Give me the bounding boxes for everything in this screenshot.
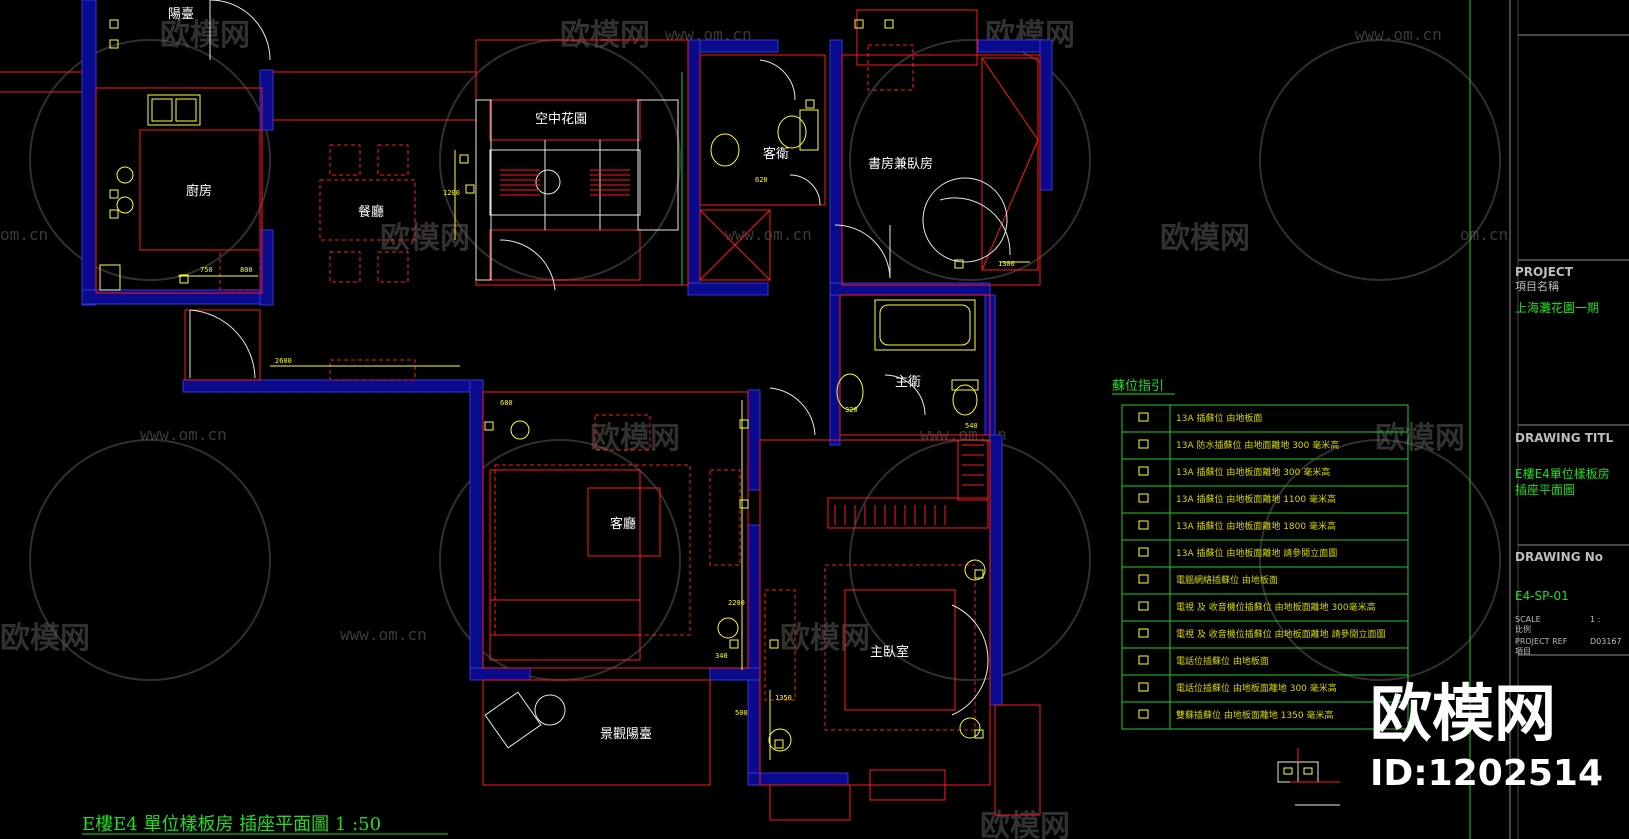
drawing-no-label: DRAWING No: [1515, 550, 1603, 564]
legend-row: 電腦網絡插蘇位 由地板面: [1122, 574, 1408, 595]
svg-text:13A 防水插蘇位 由地面離地 300 毫米高: 13A 防水插蘇位 由地面離地 300 毫米高: [1176, 439, 1339, 451]
svg-text:13A 插蘇位 由地板面離地 1800 毫米高: 13A 插蘇位 由地板面離地 1800 毫米高: [1176, 520, 1336, 532]
watermark-brand: 欧模网: [980, 809, 1070, 839]
fixtures: [99, 94, 979, 416]
dimension-labels: 750 800 2600 1200 620 1300 2200 340 680 …: [200, 176, 1015, 717]
dim-label: 1200: [443, 189, 460, 197]
legend-title: 蘇位指引: [1112, 379, 1164, 394]
project-label: PROJECT: [1515, 265, 1574, 279]
drawing-caption: E樓E4 單位樣板房 插座平面圖 1 :50: [82, 814, 448, 835]
room-label-living: 客廳: [610, 516, 636, 532]
scale-label-cn: 比例: [1515, 624, 1531, 634]
socket-detail: [1277, 748, 1340, 806]
outlines: [0, 9, 1041, 821]
dim-label: 2600: [275, 357, 292, 365]
dim-label: 500: [735, 709, 748, 717]
socket-markers: [109, 19, 986, 752]
legend-row: 13A 插蘇位 由地板面離地 1100 毫米高: [1122, 493, 1408, 514]
svg-text:13A 插蘇位 由地板面離地 300 毫米高: 13A 插蘇位 由地板面離地 300 毫米高: [1176, 466, 1330, 478]
dim-label: 2200: [728, 599, 745, 607]
watermark-brand: 欧模网: [160, 18, 250, 53]
watermark-brand: 欧模网: [0, 621, 90, 656]
svg-text:13A 插蘇位 由地板面: 13A 插蘇位 由地板面: [1176, 412, 1262, 424]
legend-row: 電視 及 收音機位插蘇位 由地板面離地 300毫米高: [1122, 601, 1408, 622]
furniture: [219, 44, 976, 731]
drawing-title-label: DRAWING TITL: [1515, 431, 1614, 445]
svg-text:電視 及 收音機位插蘇位 由地板面離地 請參閱立面圖: 電視 及 收音機位插蘇位 由地板面離地 請參閱立面圖: [1176, 628, 1385, 640]
dim-label: 320: [845, 406, 858, 414]
green-lines: [681, 0, 1471, 839]
watermark-brand: 欧模网: [1375, 421, 1465, 456]
badge-id: ID:1202514: [1370, 753, 1603, 794]
room-label-balcony: 陽臺: [168, 7, 194, 22]
legend-rows: 13A 插蘇位 由地板面 13A 防水插蘇位 由地面離地 300 毫米高 13A…: [1122, 412, 1408, 721]
project-label-cn: 項目名稱: [1515, 279, 1559, 293]
room-label-view-balcony: 景觀陽臺: [600, 727, 652, 742]
legend-row: 13A 插蘇位 由地板面: [1122, 412, 1408, 433]
watermark-url: www.om.cn: [140, 425, 227, 444]
title-block: PROJECT 項目名稱 上海灘花園一期 DRAWING TITL E樓E4單位…: [1509, 0, 1629, 839]
legend-row: 電話位插蘇位 由地板面離地 300 毫米高: [1122, 682, 1408, 703]
watermark-brand: 欧模网: [1160, 221, 1250, 256]
scale-value: 1 :: [1590, 615, 1600, 624]
dim-label: 800: [240, 266, 253, 274]
room-label-dining: 餐廳: [358, 204, 384, 220]
door-swings: [189, 0, 1011, 749]
legend-row: 13A 插蘇位 由地板面離地 1800 毫米高: [1122, 520, 1408, 541]
dimension-lines: [178, 150, 1030, 760]
project-name: 上海灘花園一期: [1515, 300, 1599, 315]
caption-text: E樓E4 單位樣板房 插座平面圖 1 :50: [82, 814, 381, 835]
badge-brand: 欧模网: [1370, 677, 1556, 750]
legend-row: 13A 插蘇位 由地板面離地 300 毫米高: [1122, 466, 1408, 487]
legend-row: 13A 防水插蘇位 由地面離地 300 毫米高: [1122, 439, 1408, 460]
project-ref-label-cn: 項目: [1515, 647, 1531, 656]
room-label-master-bath: 主衛: [895, 375, 921, 390]
svg-text:電話位插蘇位 由地板面: 電話位插蘇位 由地板面: [1176, 655, 1269, 667]
drawing-number: E4-SP-01: [1515, 589, 1569, 603]
watermark-url: www.om.cn: [340, 625, 427, 644]
legend-row: 雙蘇插蘇位 由地板面離地 1350 毫米高: [1138, 709, 1334, 721]
svg-text:13A 插蘇位 由地板面離地 請參閱立面圖: 13A 插蘇位 由地板面離地 請參閱立面圖: [1176, 547, 1337, 559]
room-label-study: 書房兼臥房: [868, 156, 933, 172]
watermark-url: om.cn: [0, 225, 48, 244]
scale-label: SCALE: [1515, 615, 1541, 624]
watermark-arcs: [29, 39, 1501, 681]
svg-text:電話位插蘇位 由地板面離地 300 毫米高: 電話位插蘇位 由地板面離地 300 毫米高: [1176, 682, 1337, 694]
svg-text:電視 及 收音機位插蘇位 由地板面離地 300毫米高: 電視 及 收音機位插蘇位 由地板面離地 300毫米高: [1176, 601, 1376, 613]
legend-row: 電視 及 收音機位插蘇位 由地板面離地 請參閱立面圖: [1122, 628, 1408, 649]
dim-label: 340: [715, 652, 728, 660]
dim-label: 680: [500, 399, 513, 407]
dim-label: 750: [200, 266, 213, 274]
drawing-title-line-1: E樓E4單位樣板房: [1515, 466, 1610, 481]
project-ref-label: PROJECT REF: [1515, 637, 1568, 646]
watermark-brand: 欧模网: [380, 221, 470, 256]
svg-text:13A 插蘇位 由地板面離地 1100 毫米高: 13A 插蘇位 由地板面離地 1100 毫米高: [1176, 493, 1336, 505]
watermark-brand: 欧模网: [560, 18, 650, 53]
dim-label: 1300: [998, 260, 1015, 268]
svg-text:雙蘇插蘇位 由地板面離地 1350 毫米高: 雙蘇插蘇位 由地板面離地 1350 毫米高: [1176, 709, 1334, 721]
svg-text:電腦網絡插蘇位 由地板面: 電腦網絡插蘇位 由地板面: [1176, 574, 1278, 586]
dim-label: 1350: [775, 694, 792, 702]
legend-row: 電話位插蘇位 由地板面: [1122, 655, 1408, 676]
watermark-brand: 欧模网: [590, 421, 680, 456]
planters: [500, 169, 984, 525]
dim-label: 540: [965, 422, 978, 430]
room-label-guest-bath: 客衛: [763, 146, 789, 162]
room-labels: 陽臺 廚房 餐廳 空中花園 客衛 書房兼臥房 主衛 客廳 主臥室 景觀陽臺: [168, 7, 933, 742]
legend: 蘇位指引 13A 插蘇位 由地板面 13A 防水插蘇位 由地面離地 300 毫米…: [1112, 379, 1409, 730]
legend-row: 13A 插蘇位 由地板面離地 請參閱立面圖: [1122, 547, 1408, 568]
room-label-sky-garden: 空中花園: [535, 111, 587, 127]
room-label-master-bedroom: 主臥室: [870, 644, 909, 660]
watermark-url: om.cn: [1460, 225, 1508, 244]
room-label-kitchen: 廚房: [186, 183, 212, 199]
source-badge: 欧模网 ID:1202514: [1370, 677, 1603, 794]
watermark-url: www.om.cn: [665, 25, 752, 44]
watermark-url: www.om.cn: [725, 225, 812, 244]
dim-label: 620: [755, 176, 768, 184]
drawing-title-line-2: 插座平面圖: [1515, 482, 1575, 497]
watermark-url: www.om.cn: [1355, 25, 1442, 44]
project-ref-value: D03167: [1590, 637, 1622, 646]
